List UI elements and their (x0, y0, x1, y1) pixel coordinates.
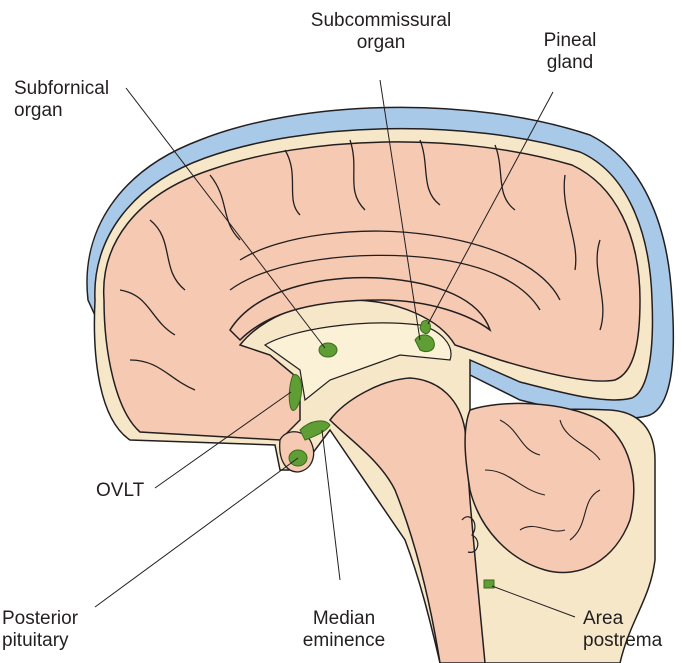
label-area-postrema-line1: Area (583, 608, 624, 629)
label-subfornical-organ: Subfornical organ (14, 78, 109, 122)
label-posterior-pituitary-line1: Posterior (2, 608, 79, 629)
label-pineal-gland: Pineal gland (525, 30, 615, 74)
label-ovlt: OVLT (96, 480, 144, 502)
label-ovlt-line1: OVLT (96, 480, 145, 501)
cerebellum (464, 402, 635, 574)
label-median-eminence-line2: eminence (302, 630, 386, 651)
label-pineal-line2: gland (546, 52, 594, 73)
gyri-lines (119, 139, 604, 391)
label-posterior-pituitary-line2: pituitary (2, 630, 69, 651)
label-median-eminence: Median eminence (284, 608, 404, 652)
label-subfornical-line2: organ (14, 100, 63, 121)
choroid-plexus (461, 516, 479, 553)
label-pineal-line1: Pineal (543, 30, 597, 51)
label-area-postrema-line2: postrema (583, 630, 663, 651)
leader-subcommissural (379, 79, 421, 341)
corpus-callosum (229, 276, 492, 342)
leader-area-postrema (491, 585, 576, 618)
leader-median-eminence (321, 429, 341, 581)
leader-ovlt (154, 391, 292, 489)
area-postrema-mark (483, 579, 495, 589)
brainstem (329, 377, 486, 663)
leader-posterior-pituitary (94, 457, 299, 608)
label-subcommissural-line1: Subcommissural (310, 10, 452, 31)
third-ventricle (263, 322, 452, 402)
leader-subfornical (125, 87, 326, 349)
label-subcommissural-line2: organ (356, 32, 406, 53)
label-subcommissural-organ: Subcommissural organ (296, 10, 466, 54)
label-median-eminence-line1: Median (312, 608, 376, 629)
ovlt-mark (288, 374, 303, 411)
subfornical-organ-mark (318, 342, 338, 358)
cerebellum-folia (484, 419, 601, 541)
label-area-postrema: Area postrema (583, 608, 662, 652)
label-posterior-pituitary: Posterior pituitary (2, 608, 78, 652)
leader-pineal (427, 91, 554, 325)
label-subfornical-line1: Subfornical (14, 78, 110, 99)
median-eminence-mark (299, 420, 331, 441)
leader-lines (94, 79, 576, 618)
